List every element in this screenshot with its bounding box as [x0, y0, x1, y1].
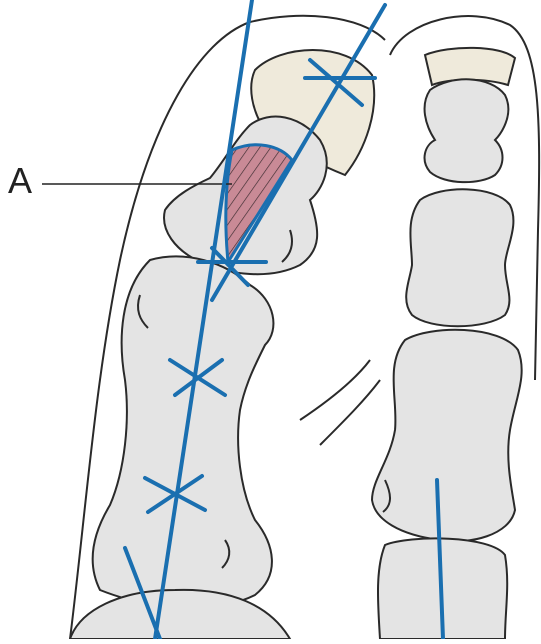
second-toe-distal-phalanx [425, 79, 509, 182]
proximal-phalanx [93, 256, 274, 607]
wedge-label: A [8, 160, 32, 202]
second-toe-middle-phalanx [406, 189, 513, 326]
interdigital-skin-fold-2 [320, 380, 380, 445]
interdigital-skin-fold [300, 360, 370, 420]
first-metatarsal-head [70, 590, 290, 639]
second-toe-proximal-phalanx [372, 330, 522, 541]
